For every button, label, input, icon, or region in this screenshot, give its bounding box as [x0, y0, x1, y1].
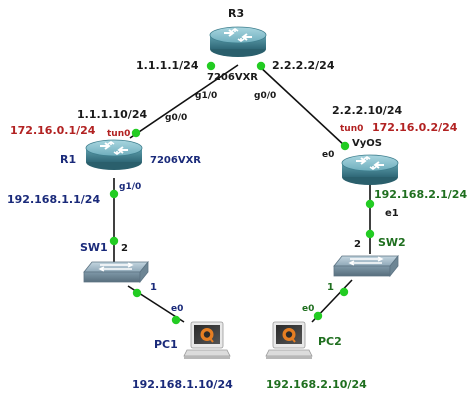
sw2-name: SW2: [378, 236, 406, 249]
port-dot: [365, 199, 375, 209]
port-indicators: [109, 61, 375, 325]
router-r1-icon[interactable]: [85, 139, 143, 171]
pc1-ip: 192.168.1.10/24: [132, 378, 233, 391]
r1-lan-ip: 192.168.1.1/24: [7, 193, 100, 206]
vyos-lan-ip: 192.168.2.1/24: [374, 188, 467, 201]
r3-g00-label: g0/0: [254, 91, 276, 101]
r1-tun0-label: tun0: [107, 129, 130, 139]
port-dot: [109, 236, 119, 246]
pc1-e0-label: e0: [171, 304, 183, 314]
port-dot: [206, 61, 216, 71]
r3-model: 7206VXR: [207, 72, 258, 83]
r1-tunnel-ip: 172.16.0.1/24: [10, 124, 96, 137]
vyos-e0-label: e0: [322, 150, 334, 160]
vyos-tunnel-ip: 172.16.0.2/24: [372, 121, 458, 134]
r3-name: R3: [228, 7, 244, 20]
pc2-name: PC2: [318, 335, 342, 348]
r1-g00-label: g0/0: [165, 113, 187, 123]
port-dot: [132, 288, 142, 298]
r3-g10-label: g1/0: [195, 91, 217, 101]
port-dot: [365, 229, 375, 239]
sw1-name: SW1: [80, 241, 108, 254]
port-dot: [171, 315, 181, 325]
vyos-tun0-label: tun0: [340, 124, 363, 134]
sw2-port2-label: 2: [354, 239, 361, 250]
vyos-name: VyOS: [352, 138, 382, 149]
pc-pc2-icon[interactable]: [265, 321, 313, 360]
link-r3-vyos: [257, 64, 346, 147]
r1-model: 7206VXR: [150, 155, 201, 166]
r3-right-ip: 2.2.2.2/24: [272, 59, 335, 72]
vyos-e1-label: e1: [385, 208, 399, 219]
switch-sw2-icon[interactable]: [333, 255, 399, 277]
r1-wan-ip: 1.1.1.10/24: [77, 108, 147, 121]
port-dot: [313, 311, 323, 321]
port-dot: [339, 287, 349, 297]
pc1-name: PC1: [154, 338, 178, 351]
pc2-e0-label: e0: [302, 304, 314, 314]
pc2-ip: 192.168.2.10/24: [266, 378, 367, 391]
port-dot: [340, 141, 350, 151]
r1-g10-label: g1/0: [119, 182, 141, 192]
vyos-wan-ip: 2.2.2.10/24: [332, 104, 402, 117]
link-r3-r1: [129, 64, 239, 139]
router-vyos-icon[interactable]: [341, 154, 399, 186]
port-dot: [131, 128, 141, 138]
port-dot: [256, 61, 266, 71]
router-r3-icon[interactable]: [209, 26, 267, 58]
port-dot: [109, 189, 119, 199]
sw2-port1-label: 1: [327, 282, 334, 293]
switch-sw1-icon[interactable]: [83, 261, 149, 283]
sw1-port2-label: 2: [121, 243, 128, 254]
r3-left-ip: 1.1.1.1/24: [136, 59, 199, 72]
sw1-port1-label: 1: [150, 282, 157, 293]
r1-name: R1: [60, 153, 76, 166]
pc-pc1-icon[interactable]: [183, 321, 231, 360]
